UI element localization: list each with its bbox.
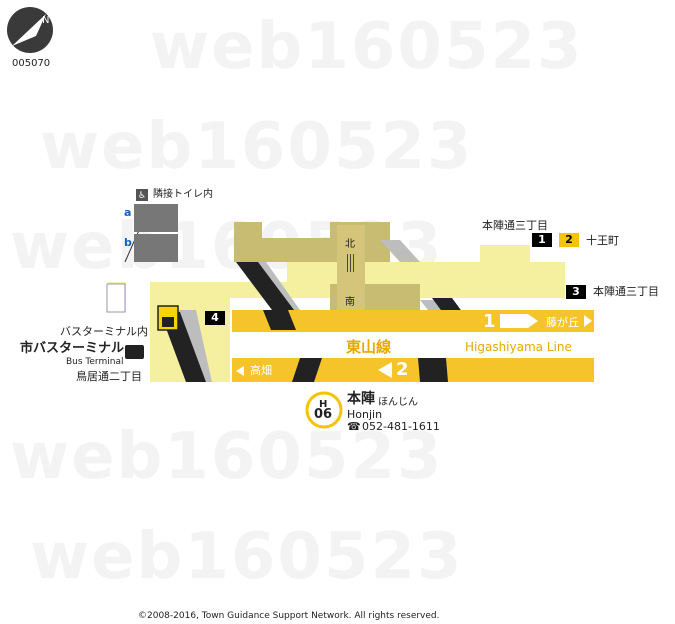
arrow-platform-1 bbox=[500, 314, 538, 328]
line-name-en: Higashiyama Line bbox=[465, 340, 572, 354]
bus-terminal-inside-label: バスターミナル内 bbox=[60, 325, 148, 338]
phone-icon: ☎ bbox=[347, 420, 361, 433]
exit-3-label: 本陣通三丁目 bbox=[593, 285, 659, 298]
structure-upper bbox=[234, 222, 390, 262]
copyright: ©2008-2016, Town Guidance Support Networ… bbox=[138, 611, 440, 621]
platform-1-number: 1 bbox=[483, 311, 496, 332]
platform-2-destination: 高畑 bbox=[250, 364, 272, 377]
concourse-left-lower bbox=[150, 282, 170, 382]
watermark-4: web160523 bbox=[10, 420, 444, 494]
watermark-5: web160523 bbox=[30, 520, 464, 594]
direction-bars: |||||| bbox=[346, 254, 356, 273]
station-phone: 052-481-1611 bbox=[362, 420, 440, 433]
line-name-jp: 東山線 bbox=[346, 338, 392, 356]
exit-1-2-label: 本陣通三丁目 bbox=[482, 219, 548, 232]
platform-2 bbox=[232, 358, 594, 382]
toilet-a-label: a bbox=[124, 206, 132, 219]
station-name-en: Honjin bbox=[347, 408, 383, 421]
exit-1-badge: 1 bbox=[532, 233, 552, 247]
toilet-b-label: b bbox=[124, 236, 132, 249]
toilet-b-icons bbox=[134, 234, 178, 262]
toriidori-label: 鳥居通二丁目 bbox=[76, 370, 142, 383]
station-line-code: H bbox=[319, 399, 328, 410]
arrow-left-tip bbox=[236, 366, 244, 376]
stair-upper-left bbox=[236, 262, 294, 310]
bus-icon bbox=[125, 345, 144, 359]
toilet-a-icons bbox=[134, 204, 178, 232]
platform-2-number: 2 bbox=[396, 359, 409, 380]
exit-4-badge: 4 bbox=[205, 311, 225, 325]
exit-3-badge: 3 bbox=[566, 285, 586, 299]
compass-icon: N bbox=[6, 6, 54, 54]
exit-2-badge: 2 bbox=[559, 233, 579, 247]
toilet-icon: ♿ bbox=[135, 188, 149, 202]
south-label: 南 bbox=[345, 297, 355, 308]
station-number: 06 bbox=[314, 407, 333, 422]
bus-terminal-label: 市バスターミナル bbox=[20, 341, 125, 356]
platform-1-destination: 藤が丘 bbox=[546, 316, 579, 329]
map-code: 005070 bbox=[12, 58, 51, 69]
watermark-2: web160523 bbox=[40, 110, 474, 184]
svg-text:N: N bbox=[42, 15, 49, 26]
exit-2-label: 十王町 bbox=[586, 234, 619, 247]
watermark-1: web160523 bbox=[150, 10, 584, 84]
structure-column bbox=[337, 225, 365, 325]
north-label: 北 bbox=[345, 239, 355, 250]
station-name-kana: ほんじん bbox=[378, 397, 418, 408]
adjacent-toilet-label: 隣接トイレ内 bbox=[153, 189, 213, 200]
arrow-right-tip bbox=[584, 315, 592, 327]
arrow-platform-2 bbox=[378, 362, 392, 378]
bus-terminal-en: Bus Terminal bbox=[66, 357, 124, 367]
station-name-jp: 本陣 bbox=[347, 391, 375, 407]
station-badge bbox=[305, 391, 343, 429]
